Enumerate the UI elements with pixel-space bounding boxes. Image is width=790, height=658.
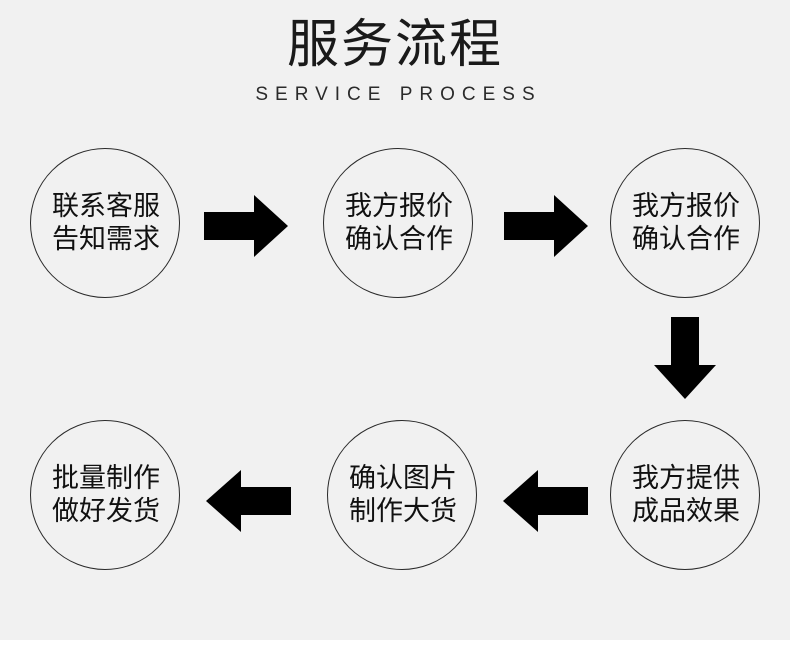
flow-node-label: 确认图片 制作大货 (314, 462, 492, 528)
flow-node-step-6[interactable]: 批量制作 做好发货 (30, 420, 180, 570)
flow-node-line-1: 批量制作 (52, 463, 160, 493)
flow-node-line-2: 告知需求 (52, 224, 160, 254)
flow-node-label: 我方报价 确认合作 (597, 190, 775, 256)
arrow-right-icon-1 (204, 195, 288, 257)
flow-node-line-1: 我方报价 (345, 191, 453, 221)
flow-node-line-1: 我方报价 (632, 191, 740, 221)
flow-node-step-5[interactable]: 确认图片 制作大货 (327, 420, 477, 570)
flow-node-step-3[interactable]: 我方报价 确认合作 (610, 148, 760, 298)
arrow-right-icon-2 (504, 195, 588, 257)
arrow-left-icon-1 (503, 470, 588, 532)
flow-node-label: 联系客服 告知需求 (17, 190, 195, 256)
flow-node-step-4[interactable]: 我方提供 成品效果 (610, 420, 760, 570)
flow-node-step-2[interactable]: 我方报价 确认合作 (323, 148, 473, 298)
flow-node-line-2: 制作大货 (349, 496, 457, 526)
flow-node-line-2: 确认合作 (345, 224, 453, 254)
flow-node-label: 我方提供 成品效果 (597, 462, 775, 528)
flow-node-line-1: 确认图片 (349, 463, 457, 493)
flow-node-line-1: 联系客服 (52, 191, 160, 221)
flow-node-line-1: 我方提供 (632, 463, 740, 493)
flow-node-line-2: 成品效果 (632, 496, 740, 526)
arrow-down-icon-1 (654, 317, 716, 399)
flow-node-step-1[interactable]: 联系客服 告知需求 (30, 148, 180, 298)
page-subtitle: SERVICE PROCESS (255, 84, 542, 105)
arrow-left-icon-2 (206, 470, 291, 532)
page-title: 服务流程 (286, 16, 503, 74)
header: 服务流程 SERVICE PROCESS (0, 14, 790, 106)
flow-node-line-2: 确认合作 (632, 224, 740, 254)
flow-node-label: 批量制作 做好发货 (17, 462, 195, 528)
flow-node-line-2: 做好发货 (52, 496, 160, 526)
flow-node-label: 我方报价 确认合作 (310, 190, 488, 256)
